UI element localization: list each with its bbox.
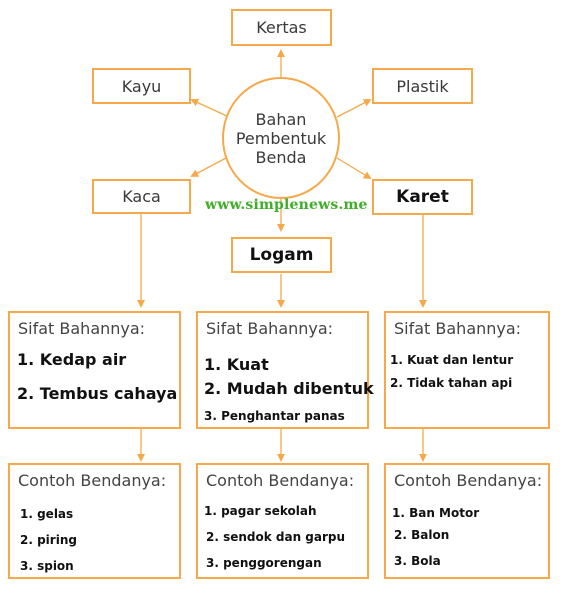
contoh-box-logam: Contoh Bendanya: 1. pagar sekolah 2. sen…: [196, 463, 369, 579]
arrow-to-kaca: [190, 157, 227, 177]
kertas-label: Kertas: [256, 18, 307, 37]
contoh-item: 2. Balon: [394, 528, 450, 542]
sifat-item: 2. Mudah dibentuk: [204, 379, 374, 398]
sifat-box-karet: Sifat Bahannya: 1. Kuat dan lentur 2. Ti…: [384, 311, 550, 429]
kertas-box: Kertas: [231, 9, 332, 46]
kayu-box: Kayu: [92, 68, 191, 104]
kaca-box: Kaca: [92, 179, 191, 214]
sifat-item: 3. Penghantar panas: [204, 409, 345, 423]
arrow-to-kayu: [190, 98, 230, 118]
contoh-item: 2. piring: [20, 533, 77, 547]
logam-box: Logam: [231, 237, 332, 273]
sifat-title: Sifat Bahannya:: [394, 319, 522, 338]
plastik-label: Plastik: [396, 76, 449, 96]
center-label: Bahan Pembentuk Benda: [235, 109, 327, 167]
sifat-item: 2. Tembus cahaya: [17, 384, 178, 403]
sifat-box-logam: Sifat Bahannya: 1. Kuat 2. Mudah dibentu…: [196, 311, 374, 429]
kaca-label: Kaca: [122, 187, 161, 206]
sifat-item: 1. Kuat: [204, 355, 269, 374]
sifat-item: 1. Kedap air: [17, 350, 127, 369]
plastik-box: Plastik: [372, 68, 473, 104]
contoh-item: 1. gelas: [20, 507, 74, 521]
karet-box: Karet: [372, 179, 473, 215]
contoh-box-karet: Contoh Bendanya: 1. Ban Motor 2. Balon 3…: [384, 463, 550, 579]
contoh-title: Contoh Bendanya:: [394, 471, 543, 490]
karet-label: Karet: [396, 187, 449, 207]
arrow-to-karet: [336, 157, 372, 180]
sifat-title: Sifat Bahannya:: [206, 319, 334, 338]
center-node: Bahan Pembentuk Benda: [222, 77, 340, 199]
contoh-title: Contoh Bendanya:: [18, 471, 167, 490]
logam-label: Logam: [249, 245, 314, 265]
sifat-item: 1. Kuat dan lentur: [390, 353, 514, 367]
contoh-item: 3. spion: [20, 559, 74, 573]
contoh-box-kaca: Contoh Bendanya: 1. gelas 2. piring 3. s…: [8, 463, 181, 579]
contoh-item: 1. pagar sekolah: [204, 504, 317, 518]
contoh-item: 2. sendok dan garpu: [206, 530, 346, 544]
sifat-title: Sifat Bahannya:: [18, 319, 146, 338]
watermark: www.simplenews.me: [205, 197, 368, 213]
kayu-label: Kayu: [121, 76, 162, 96]
arrow-to-plastik: [336, 99, 372, 118]
sifat-box-kaca: Sifat Bahannya: 1. Kedap air 2. Tembus c…: [8, 311, 181, 429]
contoh-item: 1. Ban Motor: [392, 506, 480, 520]
contoh-item: 3. penggorengan: [206, 556, 322, 570]
contoh-title: Contoh Bendanya:: [206, 471, 355, 490]
sifat-item: 2. Tidak tahan api: [390, 376, 513, 390]
contoh-item: 3. Bola: [394, 554, 441, 568]
